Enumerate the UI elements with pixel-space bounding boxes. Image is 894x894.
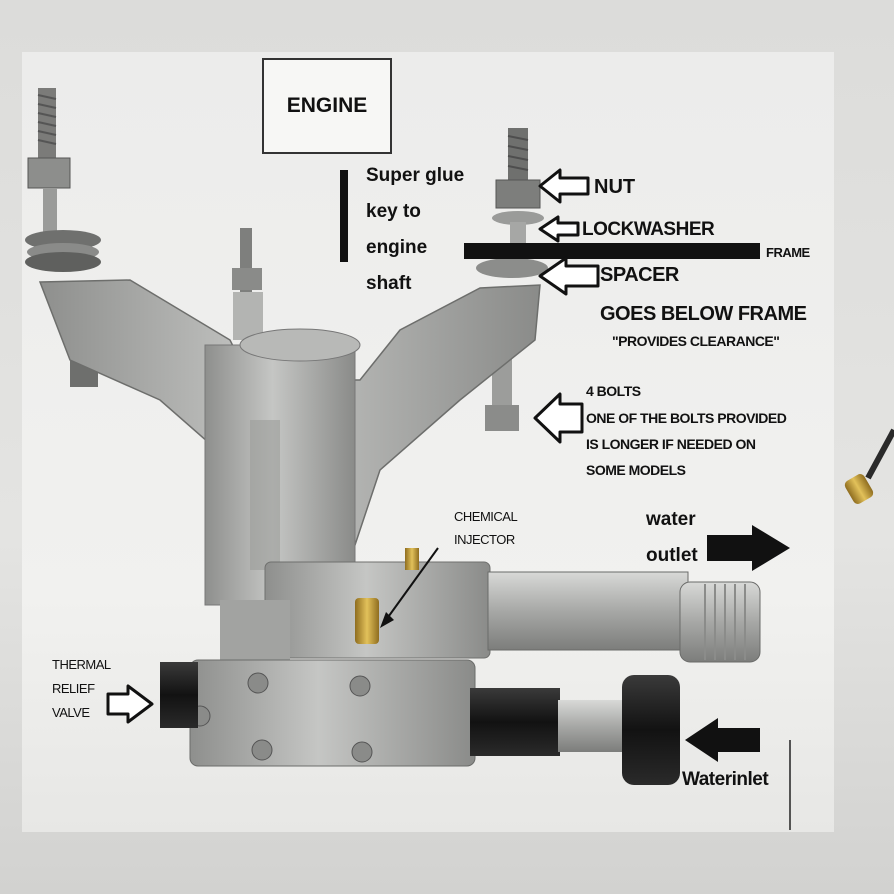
spacer-label: SPACER xyxy=(600,264,679,286)
clearance-label: "PROVIDES CLEARANCE" xyxy=(612,333,780,349)
water-outlet-arrow xyxy=(707,525,790,571)
frame-bar xyxy=(464,243,760,259)
engine-label: ENGINE xyxy=(286,94,368,117)
superglue-marker xyxy=(340,170,348,262)
left-mount-bolt xyxy=(25,88,101,272)
right-mount-bolt xyxy=(476,128,548,431)
side-hose-fitting xyxy=(844,428,894,504)
frame-label: FRAME xyxy=(766,245,810,260)
water-outlet-line-2: outlet xyxy=(646,545,698,566)
thermal-line-3: VALVE xyxy=(52,705,90,720)
superglue-line-1: Super glue xyxy=(366,165,465,186)
bolts-arrow xyxy=(533,392,584,444)
spacer-arrow xyxy=(538,256,600,296)
thermal-relief-valve xyxy=(160,662,198,728)
inlet-fitting xyxy=(470,675,680,785)
thermal-arrow xyxy=(106,684,154,724)
water-outlet-line-1: water xyxy=(646,509,696,530)
bolts-line-1: 4 BOLTS xyxy=(586,383,641,399)
bolts-line-3: IS LONGER IF NEEDED ON xyxy=(586,436,756,452)
bolts-line-4: SOME MODELS xyxy=(586,462,686,478)
thermal-line-1: THERMAL xyxy=(52,657,111,672)
nut-arrow xyxy=(538,168,590,204)
pump-lower-body xyxy=(189,659,476,767)
chemical-pointer xyxy=(380,547,439,628)
water-inlet-arrow xyxy=(685,718,760,762)
lockwasher-label: LOCKWASHER xyxy=(582,219,715,240)
engine-label-box: ENGINE xyxy=(262,58,392,154)
chemical-line-1: CHEMICAL xyxy=(454,509,518,524)
bolts-line-2: ONE OF THE BOLTS PROVIDED xyxy=(586,410,787,426)
chemical-injector xyxy=(355,548,419,644)
goes-below-label: GOES BELOW FRAME xyxy=(600,303,807,325)
outlet-pipe xyxy=(487,571,761,663)
chemical-line-2: INJECTOR xyxy=(454,532,515,547)
lockwasher-arrow xyxy=(538,215,580,243)
water-inlet-label: Waterinlet xyxy=(682,769,769,790)
superglue-line-4: shaft xyxy=(366,273,412,294)
superglue-line-2: key to xyxy=(366,201,421,222)
center-mount-bolt xyxy=(232,228,263,340)
thermal-line-2: RELIEF xyxy=(52,681,95,696)
superglue-line-3: engine xyxy=(366,237,428,258)
nut-label: NUT xyxy=(594,176,636,198)
